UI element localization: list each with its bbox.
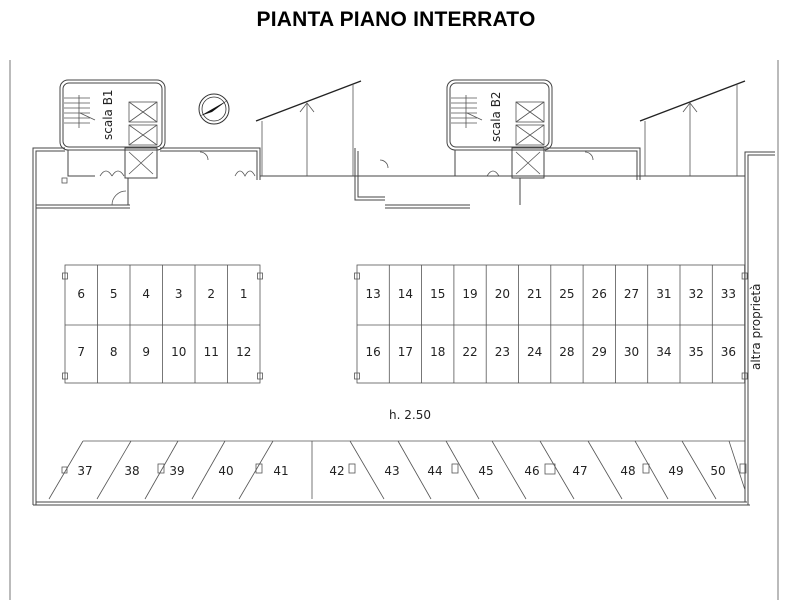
space-divider [634,440,669,500]
parking-space-number: 32 [689,287,704,301]
parking-space-number: 38 [124,464,139,478]
parking-space-number: 9 [142,345,150,359]
space-divider [539,440,575,500]
parking-space-number: 16 [366,345,381,359]
space-divider [144,440,179,500]
parking-space-number: 19 [462,287,477,301]
ramp-2 [639,80,746,176]
pillar [642,463,650,474]
pillar [62,272,68,280]
parking-space-number: 11 [204,345,219,359]
plan-title: PIANTA PIANO INTERRATO [256,8,536,31]
parking-space-number: 3 [175,287,183,301]
parking-space-number: 49 [668,464,683,478]
parking-space-number: 10 [171,345,186,359]
parking-space-number: 13 [366,287,381,301]
space-divider [349,440,385,500]
parking-space-number: 47 [572,464,587,478]
parking-space-number: 37 [77,464,92,478]
space-divider [96,440,132,500]
perimeter-wall [32,147,775,506]
parking-space-number: 8 [110,345,118,359]
parking-space-number: 15 [430,287,445,301]
pillar [157,463,165,474]
parking-space-number: 29 [592,345,607,359]
door [234,170,256,177]
parking-space-number: 34 [656,345,671,359]
pillar [741,272,748,280]
parking-space-number: 26 [592,287,607,301]
parking-space-number: 50 [710,464,725,478]
parking-space-number: 1 [240,287,248,301]
side-label: altra proprietà [749,284,763,370]
parking-space-number: 25 [559,287,574,301]
parking-space-number: 43 [384,464,399,478]
pillar [354,372,360,380]
parking-space-number: 18 [430,345,445,359]
stair-label-b1: scala B1 [101,89,115,140]
door [199,151,209,161]
space-divider [728,440,746,491]
parking-space-number: 44 [427,464,442,478]
parking-space-number: 5 [110,287,118,301]
space-divider [491,440,527,500]
parking-space-number: 39 [169,464,184,478]
parking-space-number: 6 [77,287,85,301]
space-divider [397,440,432,500]
space-divider [587,440,623,500]
parking-space-number: 12 [236,345,251,359]
space-divider [445,440,480,500]
stair-core-b2 [379,79,594,205]
parking-space-number: 48 [620,464,635,478]
parking-space-number: 21 [527,287,542,301]
stair-core-b1 [59,79,166,206]
parking-space-number: 22 [462,345,477,359]
pillar [257,272,263,280]
parking-space-number: 41 [273,464,288,478]
parking-space-number: 17 [398,345,413,359]
pillar [255,463,263,474]
pillar [354,272,360,280]
space-divider [48,440,84,500]
parking-space-number: 45 [478,464,493,478]
pillar [348,463,356,474]
pillar [257,372,263,380]
parking-space-number: 14 [398,287,413,301]
pillar [451,463,459,474]
parking-space-number: 36 [721,345,736,359]
pillar [544,463,556,475]
parking-space-number: 24 [527,345,542,359]
parking-space-number: 28 [559,345,574,359]
space-divider [681,440,717,500]
pillar [62,372,68,380]
parking-space-number: 23 [495,345,510,359]
parking-space-number: 40 [218,464,233,478]
pillar [61,466,68,474]
parking-space-number: 35 [689,345,704,359]
parking-space-number: 20 [495,287,510,301]
pillar [739,463,747,474]
parking-space-number: 46 [524,464,539,478]
space-divider [191,440,226,500]
parking-space-number: 30 [624,345,639,359]
parking-space-number: 7 [77,345,85,359]
stair-label-b2: scala B2 [489,91,503,142]
parking-space-number: 2 [207,287,215,301]
north-arrow-icon [198,93,230,125]
parking-space-number: 33 [721,287,736,301]
parking-space-number: 31 [656,287,671,301]
parking-space-number: 4 [142,287,150,301]
pillar [741,372,748,380]
ramp-1 [255,80,362,176]
parking-space-number: 42 [329,464,344,478]
parking-space-number: 27 [624,287,639,301]
height-label: h. 2.50 [389,408,431,422]
